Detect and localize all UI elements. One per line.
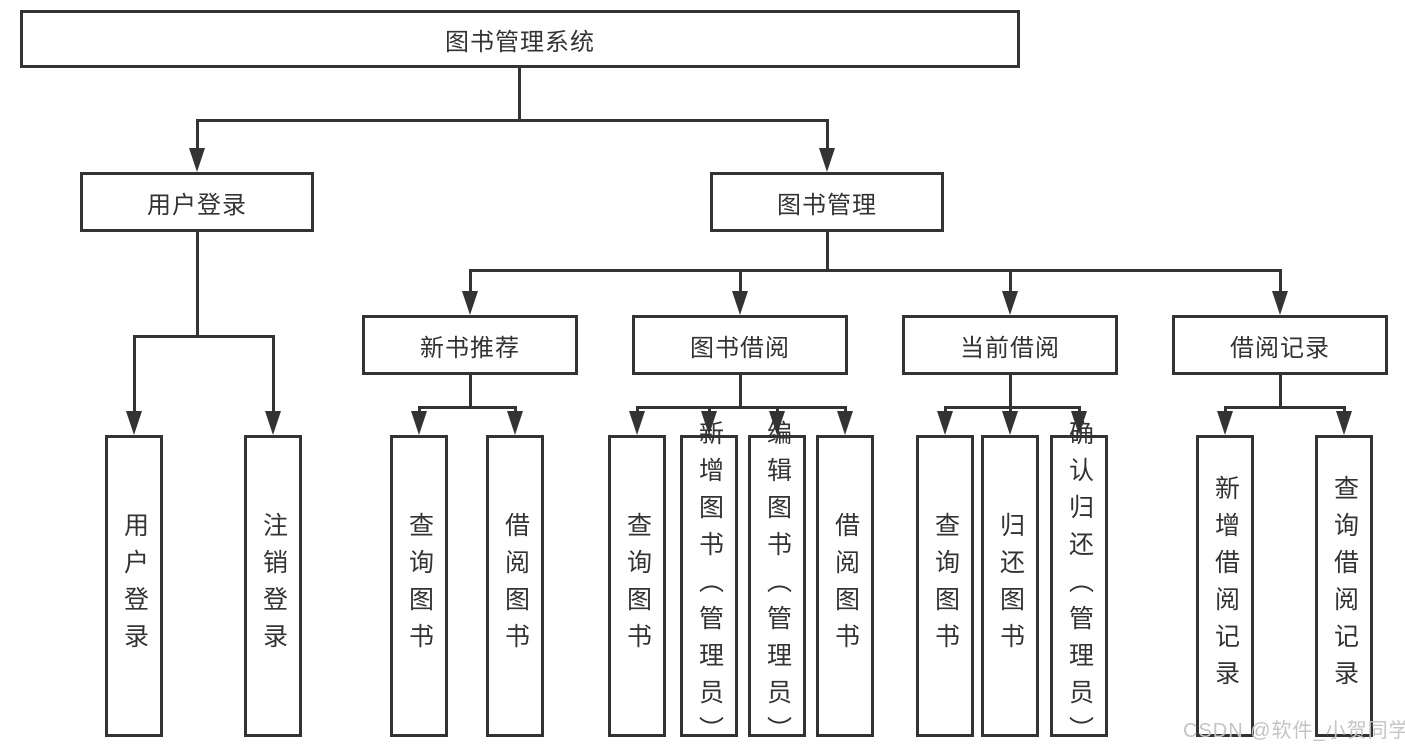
leaf-edit-book-admin-label: 编辑图书（管理员） — [763, 419, 792, 747]
arrowhead-down-icon — [507, 411, 523, 435]
edge-line — [739, 375, 742, 406]
leaf-logout-label: 注销登录 — [259, 512, 288, 660]
node-new-book-recommend-label: 新书推荐 — [420, 334, 520, 362]
leaf-edit-book-admin: 编辑图书（管理员） — [748, 420, 806, 747]
leaf-borrow-book-1: 借阅图书 — [486, 435, 544, 737]
edge-line — [1009, 269, 1012, 295]
leaf-query-book-3: 查询图书 — [916, 435, 974, 737]
edge-line — [1224, 406, 1346, 409]
leaf-query-borrow-record-label: 查询借阅记录 — [1330, 475, 1359, 697]
arrowhead-down-icon — [732, 291, 748, 315]
leaf-query-book-3-label: 查询图书 — [931, 512, 960, 660]
arrowhead-down-icon — [1272, 291, 1288, 315]
node-borrow-records-label: 借阅记录 — [1230, 334, 1330, 362]
leaf-borrow-book-1-label: 借阅图书 — [501, 512, 530, 660]
node-current-borrow: 当前借阅 — [902, 315, 1118, 375]
leaf-query-borrow-record: 查询借阅记录 — [1315, 435, 1373, 737]
arrowhead-down-icon — [1002, 411, 1018, 435]
node-root-label: 图书管理系统 — [445, 28, 595, 56]
edge-line — [469, 269, 472, 295]
leaf-logout: 注销登录 — [244, 435, 302, 737]
node-book-borrow-label: 图书借阅 — [690, 334, 790, 362]
leaf-add-book-admin: 新增图书（管理员） — [680, 420, 738, 747]
edge-line — [272, 335, 275, 415]
edge-line — [1009, 406, 1012, 415]
node-book-management-label: 图书管理 — [777, 191, 877, 219]
node-root: 图书管理系统 — [20, 10, 1020, 68]
leaf-query-book-1-label: 查询图书 — [405, 512, 434, 660]
edge-line — [636, 406, 639, 415]
leaf-user-login-label: 用户登录 — [120, 512, 149, 660]
edge-line — [514, 406, 517, 415]
arrowhead-down-icon — [189, 148, 205, 172]
arrowhead-down-icon — [701, 411, 717, 435]
edge-line — [739, 269, 742, 295]
edge-line — [133, 335, 275, 338]
edge-line — [196, 119, 199, 155]
leaf-query-book-2: 查询图书 — [608, 435, 666, 737]
edge-line — [518, 68, 521, 119]
leaf-query-book-1: 查询图书 — [390, 435, 448, 737]
arrowhead-down-icon — [819, 148, 835, 172]
node-borrow-records: 借阅记录 — [1172, 315, 1388, 375]
node-book-management: 图书管理 — [710, 172, 944, 232]
node-current-borrow-label: 当前借阅 — [960, 334, 1060, 362]
edge-line — [826, 119, 829, 155]
edge-line — [196, 119, 829, 122]
node-user-login-label: 用户登录 — [147, 191, 247, 219]
leaf-borrow-book-2-label: 借阅图书 — [831, 512, 860, 660]
node-new-book-recommend: 新书推荐 — [362, 315, 578, 375]
edge-line — [826, 232, 829, 269]
leaf-confirm-return-admin: 确认归还（管理员） — [1050, 420, 1108, 747]
csdn-watermark: CSDN @软件_小贺同学 — [1183, 720, 1405, 742]
arrowhead-down-icon — [937, 411, 953, 435]
leaf-user-login: 用户登录 — [105, 435, 163, 737]
node-user-login: 用户登录 — [80, 172, 314, 232]
arrowhead-down-icon — [411, 411, 427, 435]
arrowhead-down-icon — [769, 411, 785, 435]
arrowhead-down-icon — [837, 411, 853, 435]
edge-line — [944, 406, 947, 415]
leaf-confirm-return-admin-label: 确认归还（管理员） — [1065, 419, 1094, 747]
edge-line — [1279, 375, 1282, 406]
edge-line — [1224, 406, 1227, 415]
edge-line — [418, 406, 421, 415]
arrowhead-down-icon — [462, 291, 478, 315]
edge-line — [776, 406, 779, 415]
edge-line — [1279, 269, 1282, 295]
arrowhead-down-icon — [1217, 411, 1233, 435]
leaf-query-book-2-label: 查询图书 — [623, 512, 652, 660]
edge-line — [708, 406, 711, 415]
arrowhead-down-icon — [126, 411, 142, 435]
edge-line — [469, 269, 1281, 272]
edge-line — [1009, 375, 1012, 406]
leaf-return-book-label: 归还图书 — [996, 512, 1025, 660]
arrowhead-down-icon — [265, 411, 281, 435]
arrowhead-down-icon — [1071, 411, 1087, 435]
edge-line — [944, 406, 1081, 409]
leaf-borrow-book-2: 借阅图书 — [816, 435, 874, 737]
edge-line — [469, 375, 472, 406]
edge-line — [133, 335, 136, 415]
edge-line — [418, 406, 517, 409]
edge-line — [636, 406, 847, 409]
arrowhead-down-icon — [1336, 411, 1352, 435]
arrowhead-down-icon — [629, 411, 645, 435]
edge-line — [844, 406, 847, 415]
arrowhead-down-icon — [1002, 291, 1018, 315]
edge-line — [196, 232, 199, 335]
leaf-add-book-admin-label: 新增图书（管理员） — [695, 419, 724, 747]
leaf-add-borrow-record: 新增借阅记录 — [1196, 435, 1254, 737]
node-book-borrow: 图书借阅 — [632, 315, 848, 375]
edge-line — [1343, 406, 1346, 415]
edge-line — [1078, 406, 1081, 415]
leaf-return-book: 归还图书 — [981, 435, 1039, 737]
leaf-add-borrow-record-label: 新增借阅记录 — [1211, 475, 1240, 697]
